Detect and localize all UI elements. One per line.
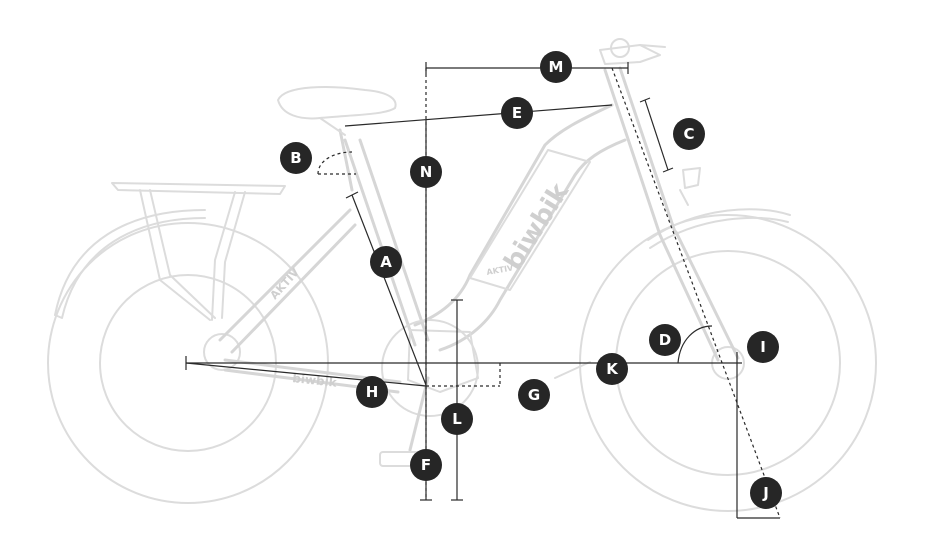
head-tube-back [618,66,677,234]
marker-j: J [750,477,782,509]
dim-c-tick-bottom [662,167,674,173]
marker-e: E [501,97,533,129]
svg-text:G: G [528,386,540,404]
marker-d: D [649,324,681,356]
seat-tube-back [358,138,430,342]
battery [469,149,591,291]
stem-cap [610,38,630,58]
svg-text:E: E [512,104,522,122]
dim-a-tick-top [345,191,359,199]
svg-text:J: J [762,484,769,502]
brand-top-tube: biwbik [498,177,575,275]
head-tube-front [603,68,662,237]
svg-text:A: A [380,253,392,271]
fork-front [658,233,720,362]
svg-text:N: N [420,163,433,181]
kickstand [554,361,591,379]
saddle [277,86,397,120]
dim-b-arc [317,151,353,175]
dim-j-steer-axis [611,67,781,519]
bike-outline [47,38,877,512]
dim-e-line [344,104,613,127]
dim-a-line [351,194,427,386]
rear-rack-strut-3 [211,191,236,321]
marker-n: N [410,156,442,188]
marker-k: K [596,353,628,385]
rear-hub [203,333,241,371]
brand-chainstay: biwbik [292,371,339,390]
rear-fender-inner [54,217,206,319]
marker-f: F [410,449,442,481]
marker-m: M [540,51,572,83]
down-tube-lower [438,138,627,352]
headlight [682,167,701,189]
model-down-tube: AKTIV [486,263,515,277]
saddle-rail [319,117,346,136]
rear-fender [54,209,206,316]
marker-b: B [280,142,312,174]
dim-h-line [185,362,427,387]
marker-h: H [356,376,388,408]
svg-text:K: K [606,360,619,378]
marker-c: C [673,118,705,150]
svg-text:D: D [659,331,671,349]
marker-a: A [370,246,402,278]
svg-text:C: C [683,125,694,143]
chainring [381,319,479,417]
rear-rack-strut-4 [221,191,246,319]
headlight-mount [679,189,689,206]
svg-text:F: F [421,456,431,474]
marker-g: G [518,379,550,411]
seat-stay [218,208,352,342]
brake-lever [639,44,666,48]
marker-l: L [441,403,473,435]
seat-stay-2 [230,223,357,354]
svg-text:H: H [366,383,379,401]
svg-text:L: L [452,410,462,428]
svg-text:M: M [549,58,564,76]
handlebar [599,44,661,65]
fork-back [674,230,740,360]
marker-i: I [747,331,779,363]
front-fender [647,208,791,241]
rear-rack-top [111,182,286,195]
seat-tube-front [343,138,417,347]
crank-arm [408,376,430,452]
rear-rack-strut-1 [139,189,211,321]
rear-rack-strut-2 [149,189,216,319]
motor-housing [407,329,479,393]
dim-c-line [644,99,669,171]
svg-text:I: I [760,338,766,356]
dim-d-arc [677,325,713,364]
dim-c-tick-top [639,97,651,103]
svg-text:B: B [290,149,301,167]
front-fender-inner [649,216,789,249]
down-tube-upper [413,103,614,327]
seat-post [338,128,354,192]
